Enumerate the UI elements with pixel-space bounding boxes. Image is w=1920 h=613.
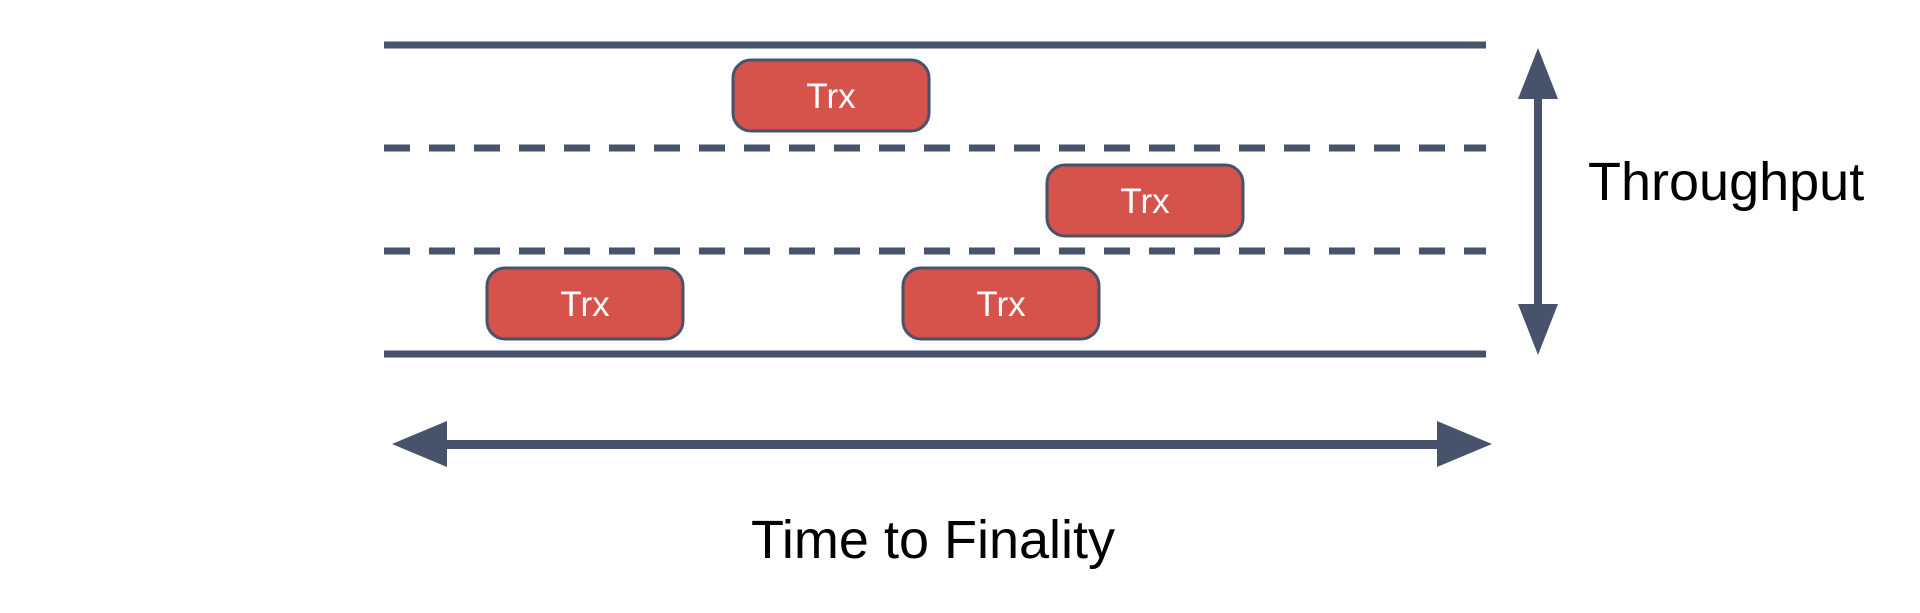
arrowhead-right-icon [1437,421,1492,467]
time-to-finality-label: Time to Finality [751,510,1115,570]
trx-box-rect [1045,163,1245,238]
trx-box-rect [901,266,1101,341]
throughput-axis-arrow [1518,48,1558,355]
trx-box-label: Trx [806,77,856,116]
trx-box-rect [485,266,685,341]
arrowhead-up-icon [1518,48,1558,99]
arrowhead-left-icon [392,421,447,467]
trx-boxes: Trx Trx Trx Trx [485,58,1245,341]
trx-box: Trx [485,266,685,341]
trx-box: Trx [731,58,931,133]
time-arrow-shaft [444,440,1440,449]
time-axis-arrow [392,421,1492,467]
trx-box: Trx [901,266,1101,341]
throughput-label: Throughput [1588,152,1864,212]
arrowhead-down-icon [1518,304,1558,355]
throughput-arrow-shaft [1534,94,1542,309]
trx-box: Trx [1045,163,1245,238]
trx-box-label: Trx [560,285,610,324]
trx-box-label: Trx [1120,182,1170,221]
road-lanes [384,41,1486,358]
trx-box-rect [731,58,931,133]
trx-box-label: Trx [976,285,1026,324]
